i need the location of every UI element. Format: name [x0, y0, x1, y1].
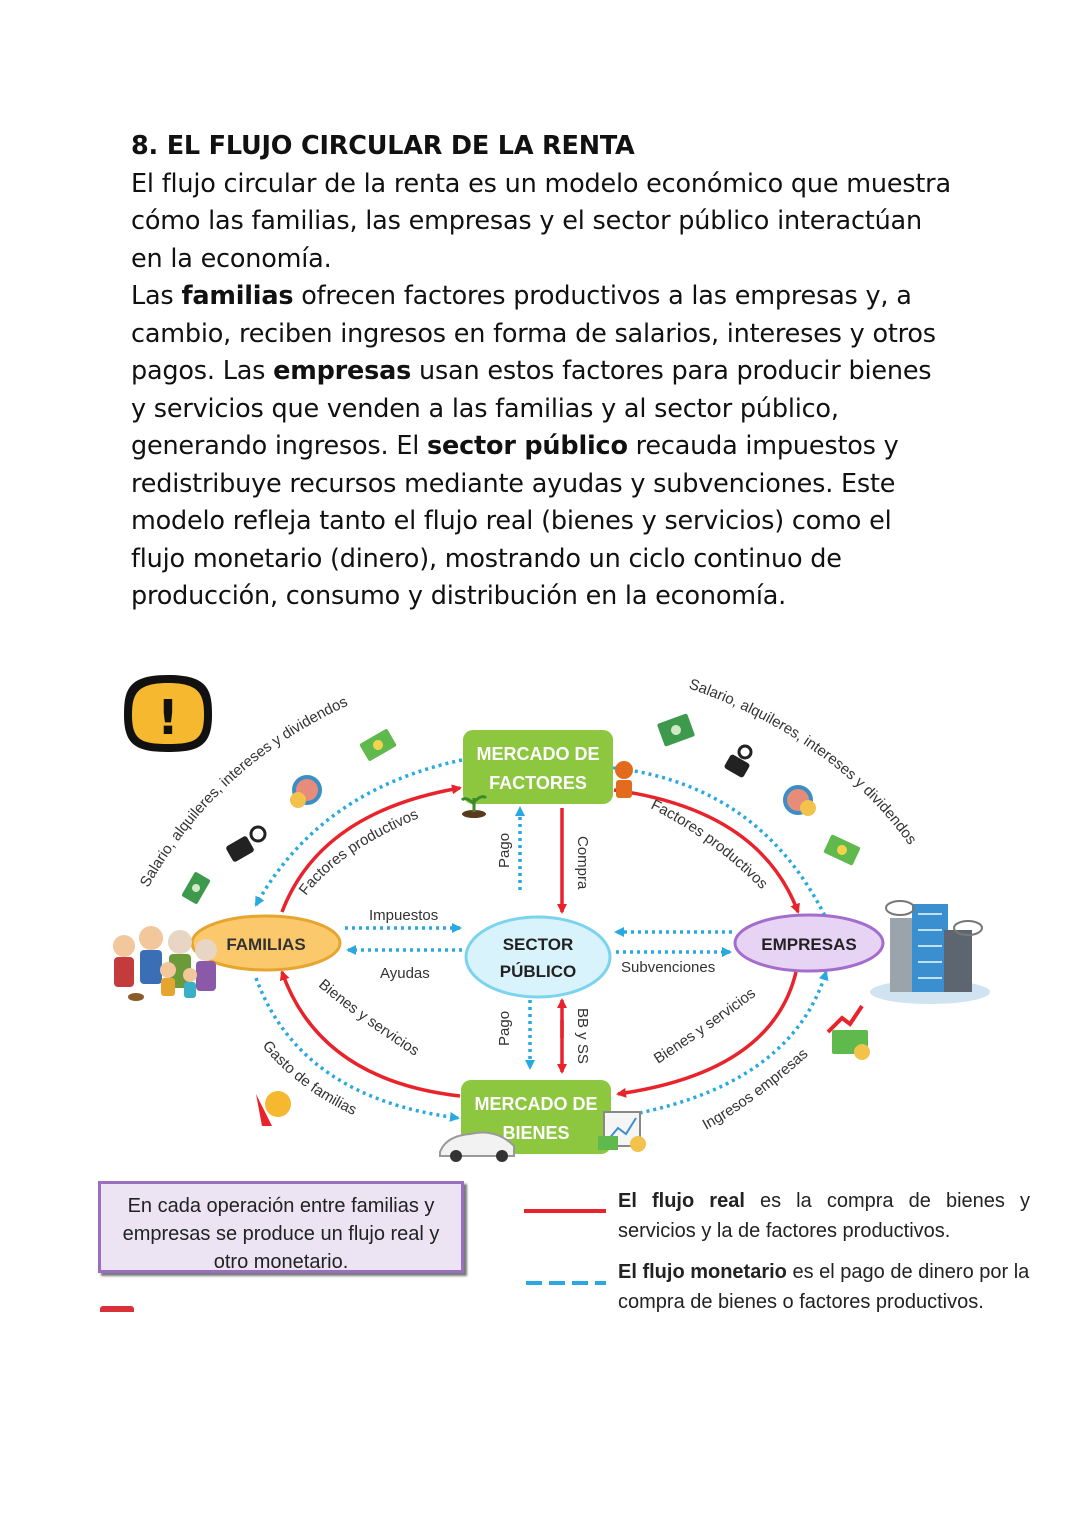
- label-text: Factores productivos: [296, 806, 421, 899]
- real-flow-factores-to-empresas: [613, 788, 800, 914]
- plant-icon: [460, 795, 488, 818]
- node-label: PÚBLICO: [500, 962, 577, 981]
- money-hand-icon: [657, 713, 695, 747]
- legend-monetary-title: El flujo monetario: [618, 1261, 787, 1283]
- legend-monetary-description: es el pago de dinero por la compra de bi…: [618, 1261, 1030, 1313]
- real-flow-empresas-to-bienes: [616, 971, 798, 1098]
- monetary-flow-empresas-to-factores: [605, 762, 828, 919]
- worker-icon: [615, 761, 633, 798]
- empresas-emphasis: empresas: [273, 356, 412, 386]
- label-ayudas: Ayudas: [380, 965, 430, 982]
- label-bienes-right: Bienes y servicios: [651, 985, 759, 1068]
- label-impuestos: Impuestos: [369, 907, 438, 924]
- monetary-flow-bienes-to-empresas: [611, 970, 829, 1120]
- warning-mark: !: [157, 690, 179, 746]
- explanation-paragraph: Las familias ofrecen factores productivo…: [131, 278, 951, 616]
- node-label: FAMILIAS: [226, 935, 305, 954]
- label-subvenciones: Subvenciones: [621, 959, 715, 976]
- label-pago-top: Pago: [496, 833, 513, 868]
- real-flow-lines: [279, 784, 800, 1098]
- car-icon: [439, 1131, 515, 1162]
- real-flow-familias-to-factores: [280, 784, 462, 913]
- node-sector-publico: SECTOR PÚBLICO: [464, 915, 612, 999]
- note-box: En cada operación entre familias y empre…: [98, 1181, 464, 1273]
- node-label: MERCADO DE: [476, 744, 599, 764]
- legend-monetary-flow: El flujo monetario es el pago de dinero …: [618, 1257, 1030, 1317]
- node-mercado-factores: MERCADO DE FACTORES: [463, 730, 613, 804]
- money-icon: [823, 834, 861, 866]
- section-heading: 8. EL FLUJO CIRCULAR DE LA RENTA: [131, 131, 635, 161]
- money-icon: [359, 729, 397, 761]
- chart-money-icon: [598, 1111, 646, 1152]
- corner-mark: [100, 1306, 134, 1312]
- family-icon: [113, 926, 217, 1001]
- familias-emphasis: familias: [181, 281, 294, 311]
- money-bill-icon: [181, 872, 211, 904]
- label-compra: Compra: [574, 836, 591, 890]
- text-section: 8. EL FLUJO CIRCULAR DE LA RENTA El fluj…: [131, 128, 951, 616]
- coin-stack-icon: [290, 775, 322, 808]
- rent-key-icon: [724, 744, 753, 778]
- sector-publico-emphasis: sector público: [427, 431, 628, 461]
- warning-icon: !: [124, 675, 212, 752]
- label-text: Ingresos empresas: [700, 1045, 812, 1133]
- node-label: FACTORES: [489, 773, 587, 793]
- label-pago-bottom: Pago: [496, 1011, 513, 1046]
- label-factores-left: Factores productivos: [296, 806, 421, 899]
- legend-real-description: es la compra de bienes y servicios y la …: [618, 1190, 1030, 1242]
- explanation-text: recauda impuestos y redistribuye recurso…: [131, 431, 899, 611]
- coin-stack-icon: [783, 785, 816, 816]
- rent-key-icon: [226, 825, 267, 862]
- node-label: SECTOR: [503, 935, 574, 954]
- node-label: BIENES: [502, 1123, 569, 1143]
- node-familias: FAMILIAS: [190, 914, 342, 972]
- legend-real-title: El flujo real: [618, 1190, 745, 1212]
- falling-coin-icon: [256, 1091, 291, 1126]
- real-flow-bienes-to-familias: [279, 970, 461, 1098]
- label-text: Bienes y servicios: [651, 985, 759, 1068]
- label-bbyss: BB y SS: [574, 1008, 591, 1064]
- monetary-flow-lines: [254, 758, 829, 1122]
- node-label: MERCADO DE: [474, 1094, 597, 1114]
- explanation-text: usan estos factores para producir bienes…: [131, 356, 932, 461]
- explanation-text: ofrecen factores productivos a las empre…: [131, 281, 936, 386]
- node-empresas: EMPRESAS: [733, 913, 885, 973]
- monetary-flow-factores-to-familias: [254, 758, 463, 907]
- legend-real-flow: El flujo real es la compra de bienes y s…: [618, 1186, 1030, 1246]
- growth-money-icon: [826, 1004, 870, 1060]
- node-label: EMPRESAS: [761, 935, 856, 954]
- monetary-flow-familias-to-bienes: [254, 977, 460, 1122]
- explanation-text: Las: [131, 281, 182, 311]
- intro-paragraph: El flujo circular de la renta es un mode…: [131, 168, 951, 274]
- buildings-icon: [870, 900, 990, 1004]
- label-ingresos-empresas: Ingresos empresas: [700, 1045, 812, 1133]
